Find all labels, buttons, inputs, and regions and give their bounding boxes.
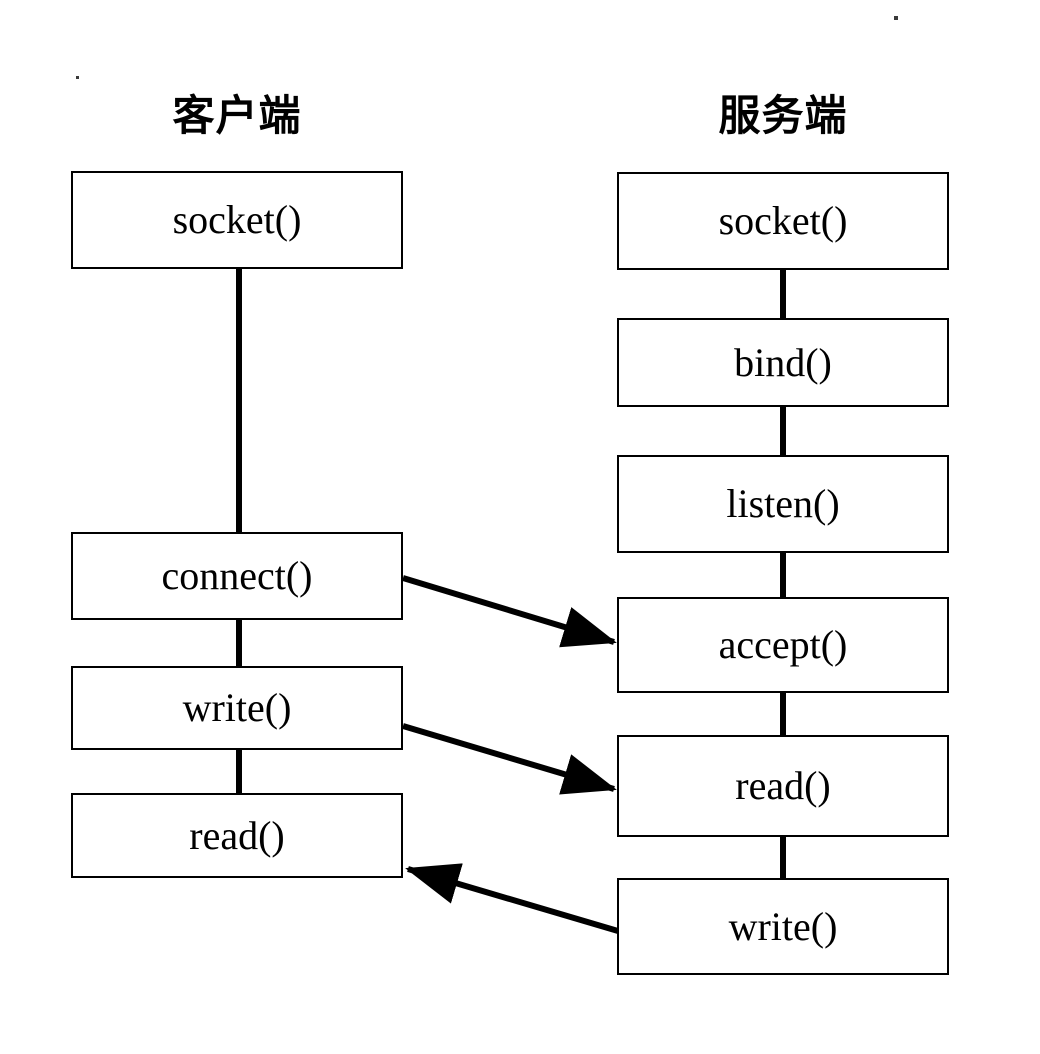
- server-node-accept[interactable]: accept(): [617, 597, 949, 693]
- client-connector-write-read: [236, 750, 242, 793]
- server-connector-accept-read: [780, 693, 786, 735]
- arrow-server-write-to-client-read: [405, 863, 619, 934]
- server-connector-bind-listen: [780, 407, 786, 455]
- scan-speck-top-left: [76, 76, 79, 79]
- server-node-read-label: read(): [735, 763, 831, 808]
- client-node-read[interactable]: read(): [71, 793, 403, 878]
- client-node-connect[interactable]: connect(): [71, 532, 403, 620]
- server-node-socket[interactable]: socket(): [617, 172, 949, 270]
- column-title-server: 服务端: [718, 91, 848, 140]
- server-node-write[interactable]: write(): [617, 878, 949, 975]
- client-node-write[interactable]: write(): [71, 666, 403, 750]
- server-node-accept-label: accept(): [718, 622, 848, 667]
- client-node-read-label: read(): [189, 812, 285, 858]
- column-title-client: 客户端: [172, 91, 302, 140]
- server-connector-read-write: [780, 837, 786, 878]
- client-node-write-label: write(): [182, 685, 292, 730]
- client-connector-connect-write: [236, 620, 242, 666]
- server-node-write-label: write(): [728, 903, 838, 949]
- client-node-socket[interactable]: socket(): [71, 171, 403, 269]
- server-node-listen[interactable]: listen(): [617, 455, 949, 553]
- server-connector-listen-accept: [780, 553, 786, 597]
- client-connector-socket-connect: [236, 269, 242, 532]
- arrow-connect-to-accept: [402, 575, 617, 648]
- arrow-client-write-to-server-read: [402, 723, 617, 795]
- server-node-socket-label: socket(): [718, 198, 848, 243]
- server-node-bind-label: bind(): [734, 339, 832, 385]
- client-node-socket-label: socket(): [172, 197, 302, 242]
- client-node-connect-label: connect(): [161, 553, 313, 598]
- server-node-bind[interactable]: bind(): [617, 318, 949, 407]
- server-node-read[interactable]: read(): [617, 735, 949, 837]
- server-node-listen-label: listen(): [726, 481, 840, 526]
- server-connector-socket-bind: [780, 270, 786, 318]
- scan-speck-top-right: [894, 16, 898, 20]
